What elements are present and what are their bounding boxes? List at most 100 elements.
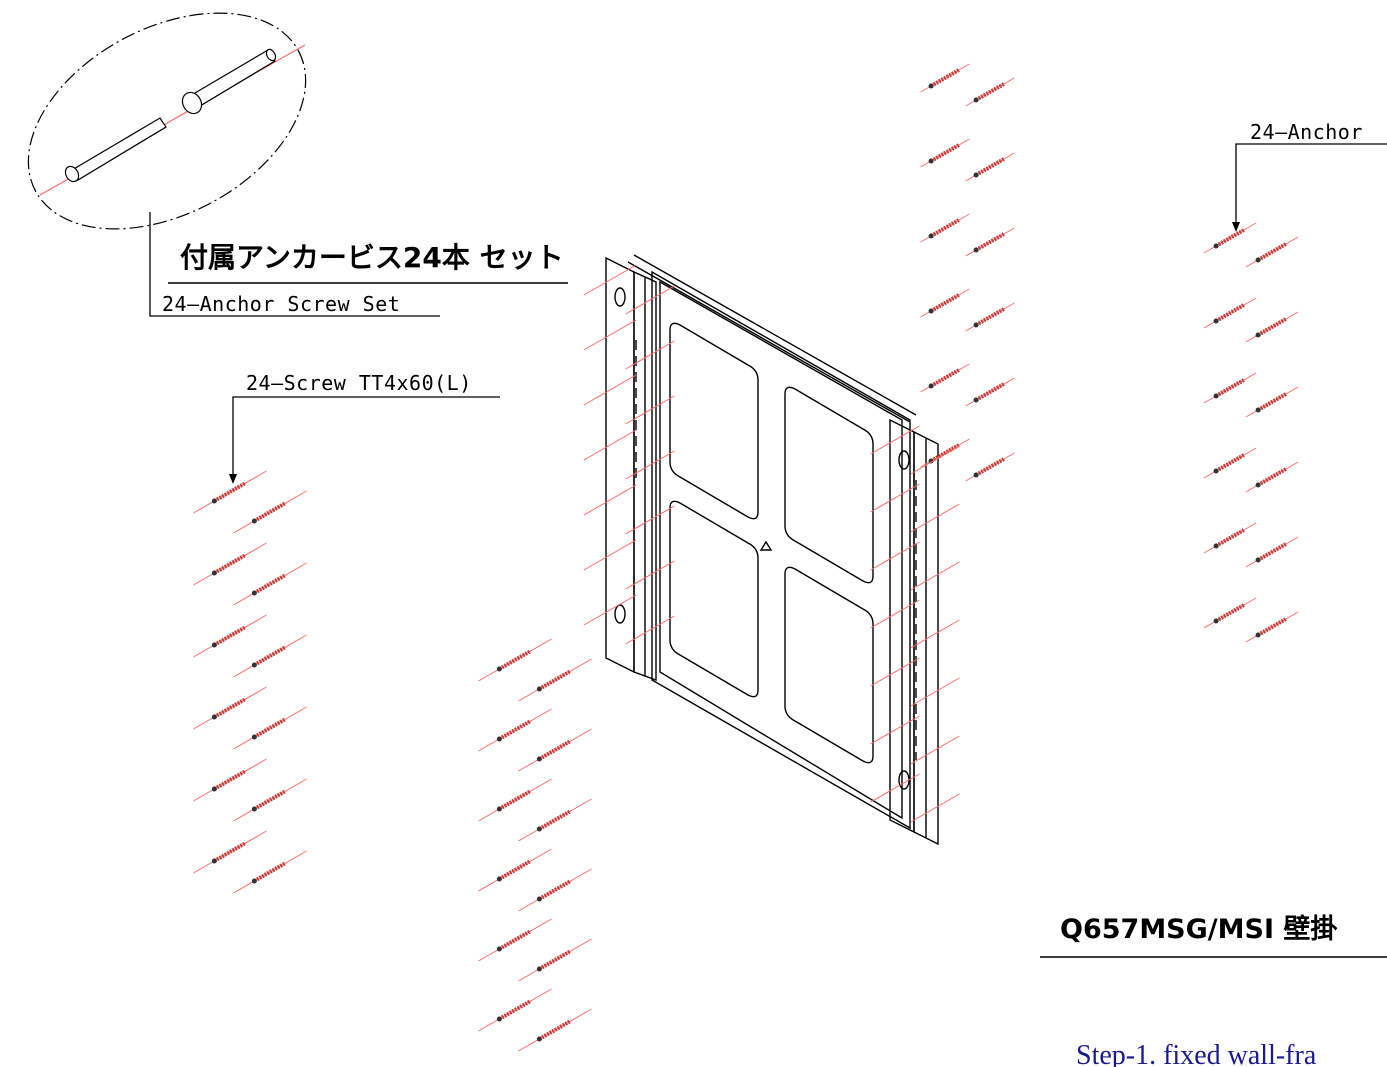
screw-leader-line <box>232 396 500 480</box>
screw-body <box>253 861 287 883</box>
screw-head <box>251 878 257 884</box>
screw-axis <box>583 374 637 406</box>
screw-axis <box>870 599 920 629</box>
screw-body <box>1257 467 1287 487</box>
screw-body <box>1257 317 1287 337</box>
screw-head <box>928 158 934 164</box>
screw-head <box>251 590 257 596</box>
screw-head <box>928 308 934 314</box>
screw-body <box>975 382 1005 402</box>
screw-body <box>498 719 532 741</box>
screw-axis <box>910 677 960 707</box>
screw-axis <box>625 285 675 315</box>
screw-body <box>538 1019 572 1041</box>
anchor-label-right: 24—Anchor <box>1250 120 1363 144</box>
screw-body <box>1215 603 1245 623</box>
anchor-set-label-en: 24—Anchor Screw Set <box>162 292 401 316</box>
screw-body <box>930 218 960 238</box>
screw-axis <box>583 429 637 461</box>
screw-body <box>1257 242 1287 262</box>
screw-head <box>1255 632 1261 638</box>
screw-body <box>253 789 287 811</box>
screw-axis <box>910 793 960 823</box>
screw-axis <box>625 395 675 425</box>
screw-body <box>498 649 532 671</box>
screw-head <box>251 806 257 812</box>
screw-body <box>930 143 960 163</box>
screw-head <box>496 806 502 812</box>
screw-body <box>975 82 1005 102</box>
screw-body <box>538 879 572 901</box>
screw-head <box>211 714 217 720</box>
screw-axis <box>910 735 960 765</box>
screw-body <box>538 739 572 761</box>
screw-head <box>1255 257 1261 263</box>
anchor-leader-line <box>1235 143 1387 228</box>
screw-body <box>498 859 532 881</box>
screw-head <box>1255 407 1261 413</box>
screw-body <box>1215 303 1245 323</box>
screw-body <box>213 481 247 503</box>
screw-axis <box>870 541 920 571</box>
screw-head <box>973 472 979 478</box>
screw-axis <box>910 445 960 475</box>
screw-head <box>1255 482 1261 488</box>
screws-group <box>193 63 1299 1052</box>
screw-axis <box>583 484 637 516</box>
screw-body <box>930 443 960 463</box>
screw-head <box>496 736 502 742</box>
screw-head <box>1213 468 1219 474</box>
screw-head <box>211 498 217 504</box>
screw-head <box>496 666 502 672</box>
screw-head <box>496 946 502 952</box>
screw-body <box>498 789 532 811</box>
screw-head <box>496 876 502 882</box>
screw-head <box>536 826 542 832</box>
screw-body <box>1257 392 1287 412</box>
screw-head <box>973 397 979 403</box>
screw-head <box>251 518 257 524</box>
screw-body <box>975 307 1005 327</box>
screw-axis <box>870 657 920 687</box>
screw-head <box>536 686 542 692</box>
screw-head <box>251 662 257 668</box>
screw-axis <box>910 619 960 649</box>
screw-body <box>1215 228 1245 248</box>
screw-head <box>1213 393 1219 399</box>
screw-body <box>930 68 960 88</box>
screw-head <box>211 642 217 648</box>
screw-body <box>253 573 287 595</box>
screw-head <box>928 383 934 389</box>
screw-head <box>211 570 217 576</box>
screw-axis <box>910 561 960 591</box>
screw-body <box>253 501 287 523</box>
screw-axis <box>870 773 920 803</box>
screw-head <box>536 756 542 762</box>
anchor-set-title-jp: 付属アンカービス24本 セット <box>180 241 564 274</box>
model-title: Q657MSG/MSI 壁掛 <box>1060 914 1338 945</box>
screw-head <box>973 247 979 253</box>
screw-body <box>498 999 532 1021</box>
anchor-detail-callout <box>27 12 568 317</box>
screw-head <box>973 97 979 103</box>
screw-head <box>496 1016 502 1022</box>
screw-body <box>538 949 572 971</box>
screw-head <box>211 858 217 864</box>
screw-axis <box>583 319 637 351</box>
screw-axis <box>583 264 637 296</box>
screw-axis <box>625 340 675 370</box>
screw-body <box>975 157 1005 177</box>
screw-body <box>930 293 960 313</box>
screw-head <box>1255 332 1261 338</box>
screw-body <box>253 645 287 667</box>
screw-axis <box>583 594 637 626</box>
screw-head <box>928 458 934 464</box>
screw-head <box>536 966 542 972</box>
screw-axis <box>870 483 920 513</box>
screw-body <box>1215 453 1245 473</box>
screw-head <box>251 734 257 740</box>
screw-head <box>973 322 979 328</box>
